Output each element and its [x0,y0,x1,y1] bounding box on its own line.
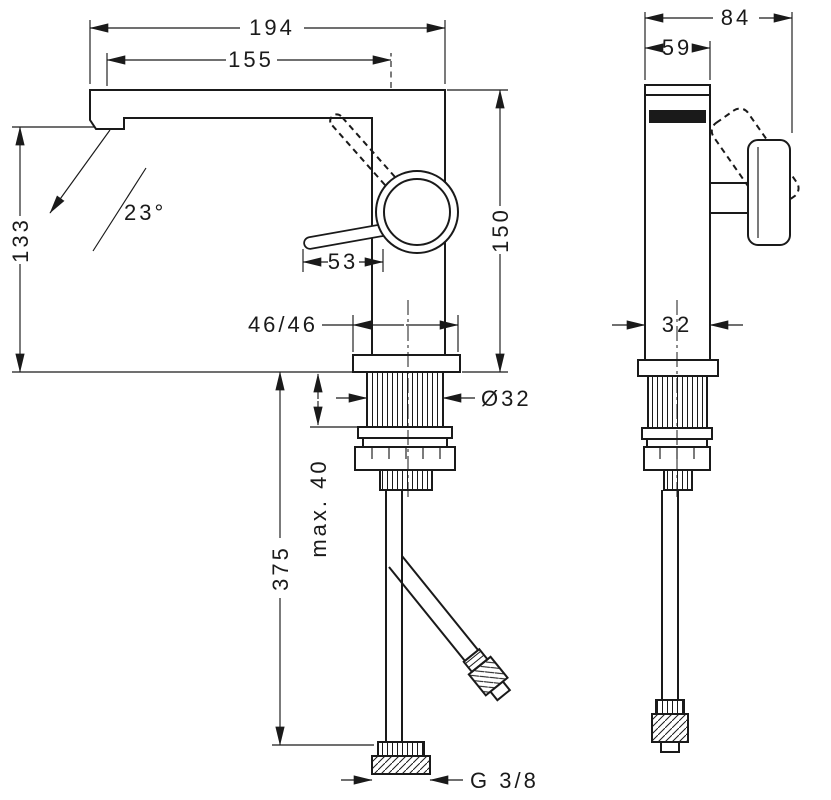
handle-hub-outer [375,170,459,254]
lock-nut-slots [371,447,441,459]
washer-lower [362,437,448,448]
side-base-flange [637,359,719,377]
hose-diagonal-connector [462,647,512,702]
dim-overall-depth: 84 [721,5,751,30]
side-spout-slot [649,110,706,123]
side-handle-neck [710,182,748,214]
dim-body-width: 32 [662,312,692,337]
fitting-nut [371,755,431,775]
dim-body-height: 150 [488,207,513,253]
side-handle [747,139,791,246]
base-flange [352,354,461,373]
hose-diagonal [388,555,479,662]
dim-hose-length: 375 [268,545,293,591]
fitting-knurl [377,741,425,757]
side-connector-nut [651,713,689,743]
threaded-shank [366,371,444,428]
spray-direction-arrow [49,129,111,214]
side-connector-tip [660,741,680,753]
dim-spout-height: 133 [8,217,33,263]
dim-shank-diameter: Ø32 [481,386,532,411]
washer-upper [357,426,453,439]
dim-spray-angle: 23° [124,200,166,225]
connector-tip [489,680,512,702]
dim-spout-reach: 155 [228,47,274,72]
side-view: 84 59 32 [612,5,800,753]
dim-lever-length: 53 [328,249,358,274]
threaded-stub [379,469,433,491]
lever-dashed-position [329,113,396,186]
side-connector-knurl [655,699,685,715]
side-threaded-stub [663,469,693,491]
dim-connection-thread: G 3/8 [470,768,539,793]
dim-overall-width: 194 [249,15,295,40]
dim-max-mounting-thickness: max. 40 [306,458,331,557]
spray-angle-line [92,167,147,252]
handle-hub-inner [383,178,451,246]
side-hose [661,490,679,700]
dim-body-depth: 59 [662,35,692,60]
front-view: 23° 194 155 133 150 53 [8,15,539,793]
dim-base-offset: 46/46 [248,312,318,337]
hose-straight [385,490,403,742]
